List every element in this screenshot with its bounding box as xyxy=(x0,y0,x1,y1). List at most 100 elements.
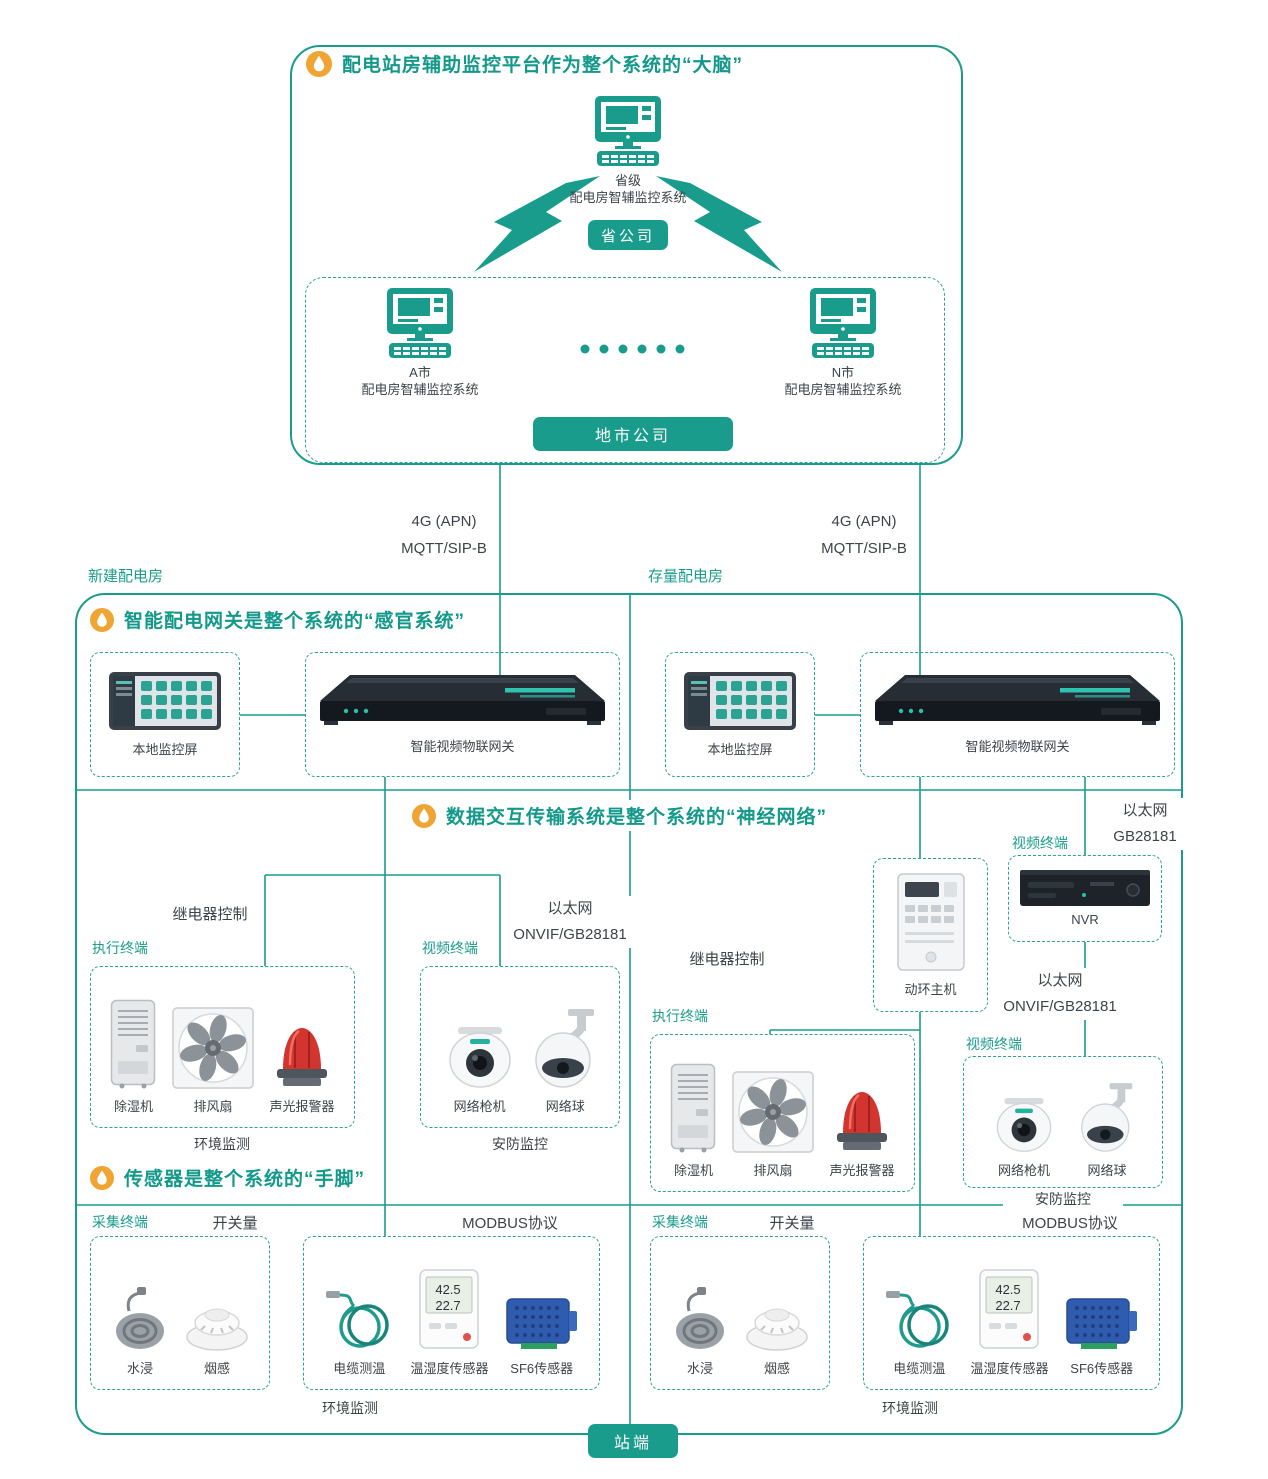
ethernet-line2: ONVIF/GB28181 xyxy=(1003,998,1117,1015)
temp-reading: 42.5 xyxy=(996,1282,1021,1297)
sf6-sensor-device: SF6传感器 xyxy=(1065,1291,1139,1377)
ethernet-line1: 以太网 xyxy=(1037,972,1083,989)
cable-temp-icon xyxy=(324,1289,394,1351)
security-monitor-label-left: 安防监控 xyxy=(492,1136,548,1152)
gateway-box-right: 智能视频物联网关 xyxy=(860,652,1175,777)
dome-camera-icon xyxy=(444,1027,516,1089)
exhaust-fan-device: 排风扇 xyxy=(172,1007,254,1115)
cable-temp-icon xyxy=(884,1289,954,1351)
ethernet-line1: 以太网 xyxy=(1122,802,1168,819)
exhaust-fan-label: 排风扇 xyxy=(753,1163,793,1178)
transmission-section-title: 数据交互传输系统是整个系统的“神经网络” xyxy=(412,800,834,831)
bullet-camera-device: 网络枪机 xyxy=(444,1027,516,1115)
computer-icon xyxy=(585,96,671,166)
brain-title-text: 配电站房辅助监控平台作为整个系统的“大脑” xyxy=(342,55,744,76)
uplink-right-line1: 4G (APN) xyxy=(831,513,897,530)
local-monitor-label: 本地监控屏 xyxy=(707,741,773,757)
city-n-caption: N市 配电房智辅监控系统 xyxy=(784,364,901,398)
temp-humidity-icon: 42.5 22.7 xyxy=(979,1269,1040,1349)
local-monitor-box-left: 本地监控屏 xyxy=(90,652,240,777)
alarm-beacon-icon xyxy=(831,1087,893,1153)
alarm-beacon-icon xyxy=(271,1023,333,1089)
ellipsis-dots xyxy=(580,344,685,354)
temp-humidity-device: 42.5 22.7 温湿度传感器 xyxy=(970,1267,1048,1377)
cable-temp-label: 电缆测温 xyxy=(333,1361,386,1376)
env-control-devices-box-left: 除湿机 排风扇 声光报警器 xyxy=(90,966,355,1128)
nvr-box: NVR xyxy=(1008,855,1162,942)
env-host-label: 动环主机 xyxy=(904,982,957,997)
humidity-reading: 22.7 xyxy=(996,1298,1021,1313)
sensor-title-text: 传感器是整个系统的“手脚” xyxy=(124,1169,366,1190)
cable-temp-label: 电缆测温 xyxy=(893,1361,946,1376)
province-name: 省级 xyxy=(614,173,641,188)
brain-section-title: 配电站房辅助监控平台作为整个系统的“大脑” xyxy=(306,50,743,77)
ethernet-label-left: 以太网 ONVIF/GB28181 xyxy=(505,896,635,948)
smoke-detector-icon xyxy=(745,1301,809,1351)
temp-reading: 42.5 xyxy=(436,1282,461,1297)
relay-control-label-left: 继电器控制 xyxy=(172,906,248,923)
dome-camera-icon xyxy=(992,1098,1056,1153)
room-label-stock: 存量配电房 xyxy=(648,568,724,585)
cable-temp-device: 电缆测温 xyxy=(324,1289,394,1377)
modbus-label-left: MODBUS协议 xyxy=(462,1215,558,1232)
sf6-sensor-label: SF6传感器 xyxy=(510,1361,574,1376)
video-terminal-label-nvr: 视频终端 xyxy=(1012,835,1068,851)
env-host-box: 动环主机 xyxy=(873,858,988,1012)
uplink-label-left: 4G (APN) MQTT/SIP-B xyxy=(392,508,496,562)
water-sensor-label: 水浸 xyxy=(686,1361,713,1376)
switch-quantity-label-right: 开关量 xyxy=(769,1215,815,1232)
sensor-section-title: 传感器是整个系统的“手脚” xyxy=(90,1162,372,1193)
drop-icon xyxy=(90,1166,114,1190)
local-monitor-label: 本地监控屏 xyxy=(132,741,198,757)
temp-humidity-label: 温湿度传感器 xyxy=(410,1361,489,1376)
city-a-caption: A市 配电房智辅监控系统 xyxy=(361,364,478,398)
gateway-device-icon xyxy=(875,675,1160,727)
city-a-name: A市 xyxy=(409,365,431,380)
city-systems-box xyxy=(305,277,945,463)
alarm-beacon-device: 声光报警器 xyxy=(829,1087,894,1179)
modbus-sensor-box-left: 电缆测温 42.5 22.7 温湿度传感器 SF6传感器 xyxy=(303,1236,600,1390)
city-n-computer: N市 配电房智辅监控系统 xyxy=(758,288,928,398)
exec-terminal-label-left: 执行终端 xyxy=(92,940,148,956)
switch-sensor-box-right: 水浸 烟感 xyxy=(650,1236,830,1390)
nvr-icon xyxy=(1020,870,1150,906)
city-a-system-name: 配电房智辅监控系统 xyxy=(361,382,479,397)
city-n-system-name: 配电房智辅监控系统 xyxy=(784,382,902,397)
touch-panel-icon xyxy=(684,672,796,730)
gateway-section-title: 智能配电网关是整个系统的“感官系统” xyxy=(90,606,465,633)
dehumidifier-label: 除湿机 xyxy=(113,1099,153,1114)
video-terminal-label-left: 视频终端 xyxy=(422,940,478,956)
smoke-detector-label: 烟感 xyxy=(763,1361,790,1376)
gateway-label: 智能视频物联网关 xyxy=(410,738,515,754)
switch-quantity-label-left: 开关量 xyxy=(212,1215,258,1232)
water-sensor-icon xyxy=(111,1287,169,1351)
local-monitor-box-right: 本地监控屏 xyxy=(665,652,815,777)
alarm-beacon-device: 声光报警器 xyxy=(269,1023,334,1115)
water-sensor-device: 水浸 xyxy=(671,1287,729,1377)
smoke-detector-device: 烟感 xyxy=(745,1301,809,1377)
ptz-camera-label: 网络球 xyxy=(545,1099,585,1114)
collect-terminal-label-right: 采集终端 xyxy=(652,1214,708,1230)
drop-icon xyxy=(412,804,436,828)
station-badge: 站端 xyxy=(588,1424,678,1458)
temp-humidity-icon: 42.5 22.7 xyxy=(419,1269,480,1349)
env-control-devices-box-right: 除湿机 排风扇 声光报警器 xyxy=(650,1034,915,1192)
bullet-camera-label: 网络枪机 xyxy=(453,1099,506,1114)
smoke-detector-label: 烟感 xyxy=(203,1361,230,1376)
province-computer: 省级 配电房智辅监控系统 xyxy=(543,96,713,206)
collect-terminal-label-left: 采集终端 xyxy=(92,1214,148,1230)
ptz-camera-icon xyxy=(534,1009,596,1089)
smoke-detector-device: 烟感 xyxy=(185,1301,249,1377)
sf6-sensor-icon xyxy=(1065,1291,1139,1351)
security-monitor-label-right: 安防监控 xyxy=(1003,1189,1123,1209)
gateway-box-left: 智能视频物联网关 xyxy=(305,652,620,777)
drop-icon xyxy=(306,51,332,77)
city-n-name: N市 xyxy=(831,365,855,380)
env-monitor-label-bottom-left: 环境监测 xyxy=(322,1400,378,1416)
alarm-beacon-label: 声光报警器 xyxy=(269,1099,335,1114)
smoke-detector-icon xyxy=(185,1301,249,1351)
sf6-sensor-device: SF6传感器 xyxy=(505,1291,579,1377)
gateway-device-icon xyxy=(320,675,605,727)
gateway-title-text: 智能配电网关是整个系统的“感官系统” xyxy=(124,611,466,632)
